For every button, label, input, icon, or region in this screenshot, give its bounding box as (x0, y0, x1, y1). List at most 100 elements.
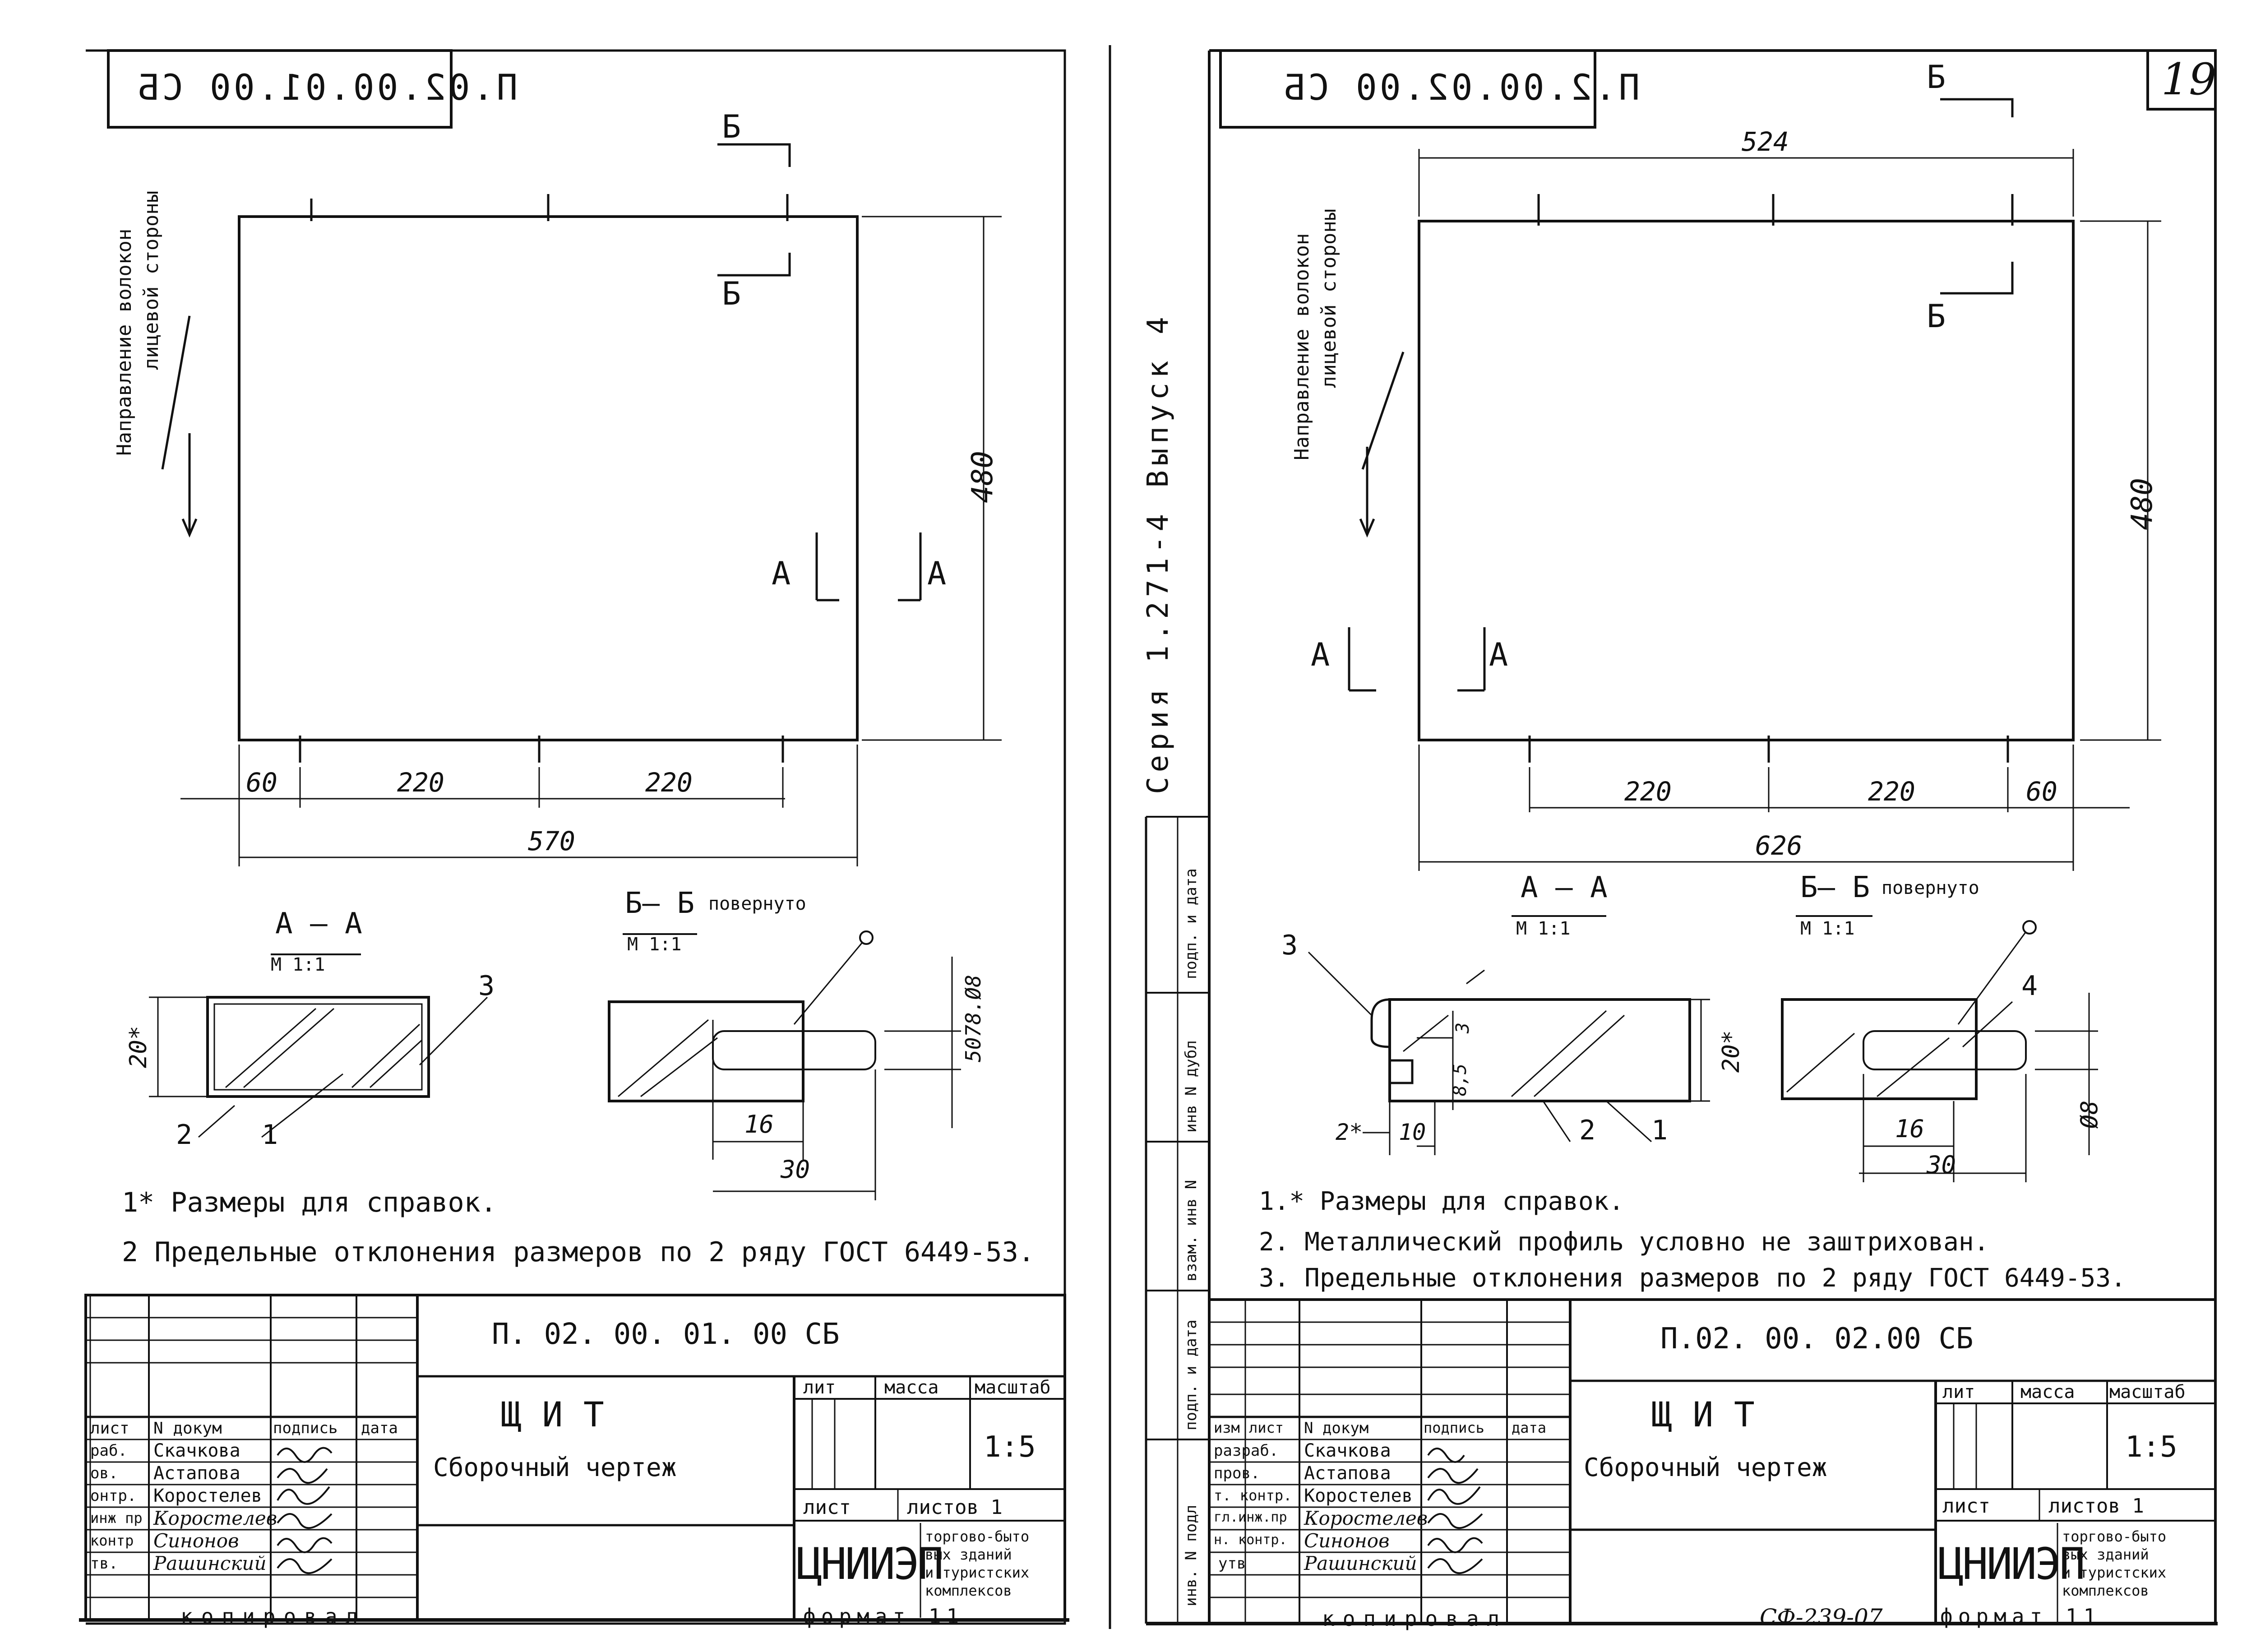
right-dim-220b: 220 (1868, 776, 1915, 807)
left-section-aa (206, 996, 430, 1098)
left-row-name: Астапова (153, 1463, 240, 1484)
left-section-aa-title: А — А (275, 907, 362, 940)
right-row-role: пров. (1214, 1464, 1260, 1482)
left-dim-220b: 220 (645, 767, 693, 798)
right-copied: копировал (1322, 1606, 1508, 1631)
left-hdr-sheets: листов 1 (907, 1496, 1003, 1519)
right-row-role: н. контр. (1214, 1532, 1287, 1548)
right-scale-value: 1:5 (2125, 1430, 2177, 1464)
left-row-role: контр (90, 1532, 134, 1549)
left-dim-220a: 220 (397, 767, 444, 798)
left-section-a-right: А (927, 555, 947, 592)
right-section-b-bottom: Б (1927, 298, 1946, 335)
right-row-name: Астапова (1304, 1463, 1391, 1484)
left-row-role: онтр. (90, 1487, 137, 1505)
right-callout-3: 3 (1281, 930, 1298, 961)
left-callout-1: 1 (262, 1119, 278, 1151)
right-row-role: т. контр. (1214, 1487, 1292, 1504)
right-row-name: Рашинский (1304, 1552, 1417, 1574)
left-item-name: Щ И Т (501, 1394, 604, 1435)
right-section-b-top: Б (1927, 59, 1946, 96)
right-dim-60: 60 (2026, 776, 2057, 807)
left-section-b-top: Б (722, 108, 741, 145)
right-dim-top-width: 524 (1742, 126, 1789, 157)
right-org-logo: ЦНИИЭП (1938, 1539, 2085, 1589)
left-section-bb (608, 1000, 804, 1102)
left-org-logo: ЦНИИЭП (796, 1539, 944, 1589)
right-dim-2: 2* (1336, 1119, 1363, 1145)
left-section-aa-scale: М 1:1 (271, 954, 325, 975)
left-item-subtitle: Сборочный чертеж (433, 1453, 677, 1482)
right-designation: П.02. 00. 02.00 СБ (1660, 1322, 1974, 1356)
right-board-outline (1418, 220, 2075, 741)
left-designation: П. 02. 00. 01. 00 СБ (492, 1318, 840, 1351)
right-dim-220a: 220 (1624, 776, 1672, 807)
left-col-sheet: лист (90, 1419, 129, 1438)
left-scale-value: 1:5 (984, 1430, 1036, 1464)
left-dim-width: 570 (528, 826, 575, 856)
left-hdr-sheet: лист (803, 1496, 851, 1519)
left-dim-30: 30 (781, 1155, 810, 1184)
page-number-box (2146, 49, 2217, 111)
right-note-2: 2. Металлический профиль условно не зашт… (1259, 1227, 1989, 1257)
right-code-box (1219, 49, 1596, 129)
left-row-role: тв. (90, 1555, 118, 1573)
left-col-doc: N докум (153, 1419, 222, 1438)
left-dim-16: 16 (744, 1110, 774, 1138)
right-row-name: Коростелев (1304, 1507, 1428, 1529)
right-col-sign: подпись (1424, 1419, 1484, 1436)
left-note-1: 1* Размеры для справок. (122, 1187, 497, 1218)
right-hdr-mass: масса (2020, 1382, 2075, 1402)
right-dim-16: 16 (1895, 1115, 1925, 1143)
right-section-bb (1781, 998, 1978, 1100)
right-section-a-left: А (1311, 636, 1330, 673)
left-hdr-scale: масштаб (975, 1377, 1051, 1398)
right-format: формат 11 (1940, 1604, 2102, 1629)
left-copied: копировал (180, 1604, 366, 1629)
left-hdr-mass: масса (884, 1377, 939, 1398)
left-row-name: Синонов (153, 1530, 239, 1552)
right-callout-4: 4 (2021, 970, 2038, 1002)
left-row-name: Скачкова (153, 1440, 240, 1461)
right-dim-30: 30 (1927, 1151, 1956, 1179)
left-format: формат 11 (803, 1604, 965, 1629)
right-row-name: Синонов (1304, 1530, 1390, 1552)
right-hdr-sheets: листов 1 (2048, 1495, 2144, 1518)
left-row-role: инж пр (90, 1509, 143, 1527)
right-row-role: утв (1218, 1555, 1246, 1573)
right-item-name: Щ И Т (1651, 1394, 1755, 1435)
right-row-name: Скачкова (1304, 1440, 1391, 1461)
right-note-1: 1.* Размеры для справок. (1259, 1187, 1624, 1216)
left-section-bb-rotated: повернуто (708, 893, 806, 914)
right-row-role: гл.инж.пр (1214, 1509, 1287, 1525)
right-dim-10: 10 (1399, 1119, 1426, 1145)
right-callout-1: 1 (1651, 1115, 1668, 1146)
right-col-doc: N докум (1304, 1419, 1369, 1437)
right-callout-2: 2 (1579, 1115, 1596, 1146)
right-section-bb-scale: М 1:1 (1800, 918, 1855, 939)
left-section-bb-scale: М 1:1 (627, 934, 682, 955)
left-row-role: раб. (90, 1442, 127, 1460)
right-section-a-right: А (1489, 636, 1508, 673)
left-title-block (84, 1294, 1066, 1621)
left-sheet-frame (86, 49, 1066, 1625)
left-callout-2: 2 (176, 1119, 193, 1151)
left-section-b-bottom: Б (722, 275, 741, 312)
right-section-bb-title: Б— Б (1800, 871, 1870, 904)
right-hdr-lit: лит (1942, 1382, 1975, 1402)
right-hdr-sheet: лист (1942, 1495, 1990, 1518)
right-section-aa-scale: М 1:1 (1516, 918, 1571, 939)
right-col-sheet: лист (1249, 1419, 1284, 1436)
left-row-role: ов. (90, 1464, 118, 1482)
right-dim-width: 626 (1755, 830, 1803, 861)
left-code-box (107, 49, 453, 129)
right-section-bb-rotated: повернуто (1882, 878, 1979, 898)
right-row-name: Коростелев (1304, 1485, 1413, 1506)
left-note-2: 2 Предельные отклонения размеров по 2 ря… (122, 1236, 1035, 1268)
